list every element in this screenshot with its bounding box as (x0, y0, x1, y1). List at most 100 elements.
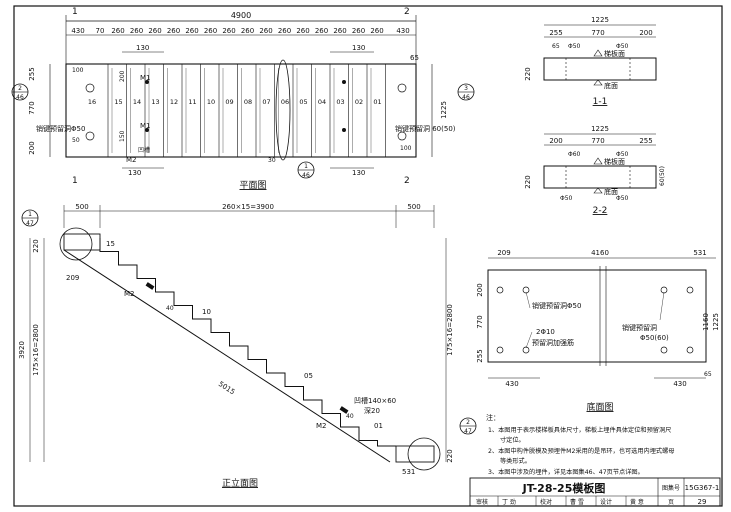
s11-255: 255 (549, 29, 562, 37)
bv-h255: 255 (476, 349, 484, 362)
plan-dim-100b: 100 (400, 145, 412, 152)
plan-step-number: 04 (318, 98, 326, 106)
plan-step-dim: 260 (278, 27, 291, 35)
plan-step-dim: 260 (167, 27, 180, 35)
s11-phi-b: Φ50 (616, 43, 629, 50)
plan-dim-130-a: 130 (136, 44, 149, 52)
plan-step-number: 03 (336, 98, 344, 106)
elev-step-01: 01 (374, 422, 383, 430)
bottom-view: 209 4160 531 200 770 255 1160 1225 65 43… (476, 249, 720, 413)
bv-h200: 200 (476, 283, 484, 296)
plan-ref-right-bot: 46 (462, 94, 470, 101)
plan-step-dim: 260 (148, 27, 161, 35)
plan-step-dim: 260 (130, 27, 143, 35)
elev-m2-b: M2 (316, 422, 327, 430)
plan-h-200: 200 (28, 141, 36, 154)
s11-65: 65 (552, 43, 560, 50)
plan-slab-outline (65, 63, 417, 158)
elev-ref-a-bot: 47 (26, 220, 34, 227)
elev-h-total: 3920 (18, 341, 26, 359)
plan-dim-50: 50 (72, 137, 80, 144)
plan-section-1-top: 1 (72, 7, 78, 17)
plan-dim-150: 150 (119, 130, 126, 142)
plan-step-dim: 260 (204, 27, 217, 35)
plan-hole-label: 凹槽 (138, 146, 150, 154)
s11-200: 200 (639, 29, 652, 37)
tb-checker: 曹 雪 (570, 498, 584, 506)
plan-step-number: 15 (114, 98, 122, 106)
s22-200: 200 (549, 137, 562, 145)
plan-dim-430-left: 430 (71, 27, 84, 35)
plan-step-dim: 260 (352, 27, 365, 35)
elev-stair-profile (99, 238, 396, 447)
elev-step-05: 05 (304, 372, 313, 380)
tb-check: 校对 (540, 498, 552, 506)
s22-bot-label: 底面 (604, 187, 618, 196)
s11-top-label: 梯板面 (604, 49, 625, 58)
plan-step-number: 09 (225, 98, 233, 106)
notes-2b: 等类形式。 (500, 457, 531, 465)
plan-step-number: 10 (207, 98, 215, 106)
notes-1b: 寸定位。 (500, 436, 525, 444)
s22-top-label: 梯板面 (604, 157, 625, 166)
plan-m2-label: M2 (126, 156, 137, 164)
plan-ref-left-bot: 46 (16, 94, 24, 101)
s22-phi-top-a: Φ60 (568, 151, 581, 158)
plan-title: 平面图 (239, 180, 266, 191)
plan-m1-bottom: M1 (140, 122, 151, 130)
plan-step-number: 01 (373, 98, 381, 106)
elev-h-right-steps: 175×16=2800 (446, 304, 454, 356)
bv-h65: 65 (704, 371, 712, 378)
tb-page-no: 29 (698, 498, 707, 506)
plan-step-number: 11 (188, 98, 196, 106)
s22-770: 770 (591, 137, 604, 145)
plan-h-770: 770 (28, 101, 36, 114)
s22-total: 1225 (591, 125, 609, 133)
title-block: JT-28-25模板图 图集号 15G367-1 审核 丁 劲 校对 曹 雪 设… (469, 477, 721, 507)
elevation-view: 500 260×15=3900 500 220 3920 175×16=2800… (18, 203, 477, 489)
plan-m1-top: M1 (140, 74, 151, 82)
plan-section-2-bottom: 2 (404, 176, 410, 186)
elevation-title: 正立面图 (222, 477, 258, 489)
plan-dim-130-b: 130 (352, 44, 365, 52)
plan-step-dim: 260 (259, 27, 272, 35)
plan-step-dim: 260 (222, 27, 235, 35)
plan-ref-mid-bot: 46 (302, 172, 310, 179)
plan-dim-200: 200 (119, 70, 126, 82)
elev-h-left-steps: 175×16=2800 (32, 324, 40, 376)
bv-430-left: 430 (505, 380, 518, 388)
s11-outline (543, 57, 657, 81)
plan-anchor-right-label: 销键预留洞 60(50) (395, 124, 456, 133)
plan-step-dim: 260 (333, 27, 346, 35)
elev-slope-len: 5015 (217, 380, 236, 396)
plan-step-number: 16 (88, 98, 96, 106)
elev-groove-depth: 深20 (364, 406, 380, 415)
tb-design: 设计 (600, 498, 612, 506)
plan-step-number: 13 (151, 98, 159, 106)
s22-outline (543, 165, 657, 189)
elev-ref-b-bot: 47 (464, 428, 472, 435)
tb-atlas-no: 15G367-1 (685, 484, 720, 492)
tb-review: 审核 (476, 498, 488, 506)
plan-step-number: 07 (262, 98, 270, 106)
sheet-border (13, 5, 723, 507)
s11-bot-label: 底面 (604, 81, 618, 90)
bv-h770: 770 (476, 315, 484, 328)
section-2-2: 1225 200 770 255 Φ60 Φ50 220 60(50) 梯板面 … (524, 125, 666, 216)
plan-step-dim: 260 (111, 27, 124, 35)
elev-500-left: 500 (75, 203, 88, 211)
elev-500-right: 500 (407, 203, 420, 211)
elev-d40: 40 (166, 305, 174, 312)
plan-dim-100: 100 (72, 67, 84, 74)
plan-ref-mid-top: 1 (304, 163, 308, 170)
plan-h-1225: 1225 (440, 101, 448, 119)
elev-groove: 凹槽140×60 (354, 396, 396, 405)
s22-phi-top-b: Φ50 (616, 151, 629, 158)
elev-d40b: 40 (346, 413, 354, 420)
plan-step-number: 02 (355, 98, 363, 106)
elev-d531: 531 (402, 468, 415, 476)
elev-h-right-220: 220 (446, 449, 454, 462)
bv-anchor1: 销键预留洞Φ50 (532, 301, 581, 310)
s11-h220: 220 (524, 67, 532, 80)
s22-255: 255 (639, 137, 652, 145)
